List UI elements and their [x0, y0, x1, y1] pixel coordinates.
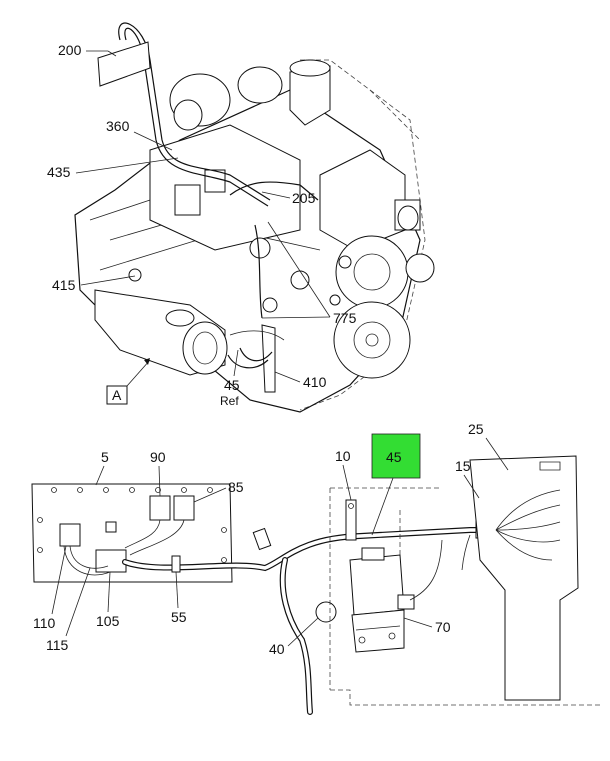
unit-70: [349, 554, 405, 616]
callout-105: 105: [96, 613, 120, 629]
connector-110: [59, 523, 81, 547]
callout-15: 15: [455, 458, 471, 474]
callout-110: 110: [33, 615, 56, 631]
callout-10: 10: [335, 448, 351, 464]
callout-45-ref: 45: [224, 377, 240, 393]
bottom-callouts: 5 90 85 10 45 15 25 110 115 105 55 40 70: [33, 421, 509, 657]
view-a-box: [106, 385, 128, 405]
callout-360: 360: [106, 118, 130, 134]
harness-detail: [31, 455, 600, 715]
callout-205: 205: [292, 190, 316, 206]
engine-assembly: [74, 22, 435, 413]
module-105: [95, 549, 127, 573]
callout-775: 775: [333, 310, 357, 326]
callout-415: 415: [52, 277, 76, 293]
callout-5: 5: [101, 449, 109, 465]
relay-90: [149, 495, 171, 521]
callout-25: 25: [468, 421, 484, 437]
grommet-40: [315, 601, 337, 623]
top-callouts: 200 360 435 205 415 775 45 Ref 410 A: [47, 42, 357, 408]
callout-ref-label: Ref: [220, 394, 239, 408]
callout-435: 435: [47, 164, 71, 180]
callout-55: 55: [171, 609, 187, 625]
callout-115: 115: [46, 637, 69, 653]
callout-70: 70: [435, 619, 451, 635]
clip-55: [171, 555, 181, 573]
clip-10: [345, 499, 357, 541]
callout-45-highlight: 45: [386, 449, 402, 465]
relay-85: [173, 495, 195, 521]
callout-40: 40: [269, 641, 285, 657]
callout-90: 90: [150, 449, 166, 465]
callout-410: 410: [303, 374, 327, 390]
callout-view-a: A: [112, 387, 122, 403]
callout-200: 200: [58, 42, 82, 58]
callout-45-highlight-box: [371, 433, 421, 479]
callout-85: 85: [228, 479, 244, 495]
